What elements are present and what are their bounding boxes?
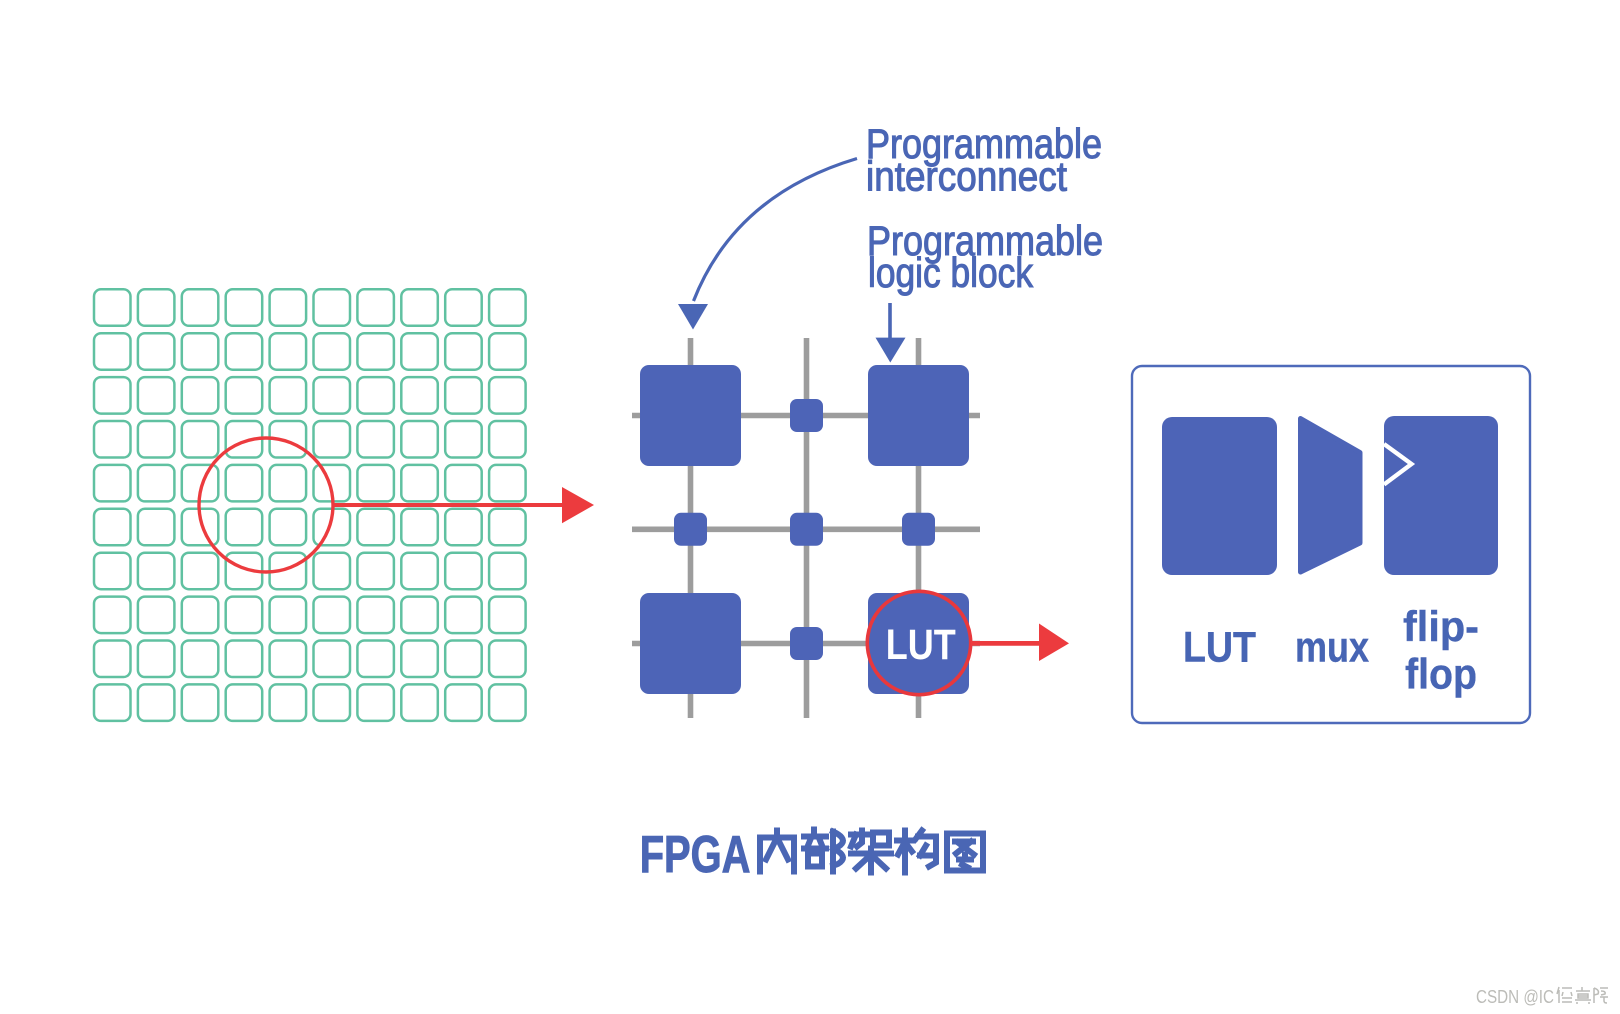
svg-text:CSDN @IC: CSDN @IC (1476, 987, 1554, 1007)
svg-text:mux: mux (1295, 624, 1369, 672)
svg-text:Programmable: Programmable (866, 120, 1102, 167)
svg-text:LUT: LUT (1183, 624, 1256, 672)
svg-text:Programmable: Programmable (867, 217, 1103, 264)
svg-text:interconnect: interconnect (866, 153, 1067, 200)
svg-text:LUT: LUT (886, 622, 956, 669)
svg-text:logic block: logic block (868, 249, 1033, 296)
svg-text:FPGA: FPGA (640, 826, 751, 884)
svg-text:flop: flop (1405, 651, 1477, 699)
svg-text:flip-: flip- (1403, 603, 1479, 651)
